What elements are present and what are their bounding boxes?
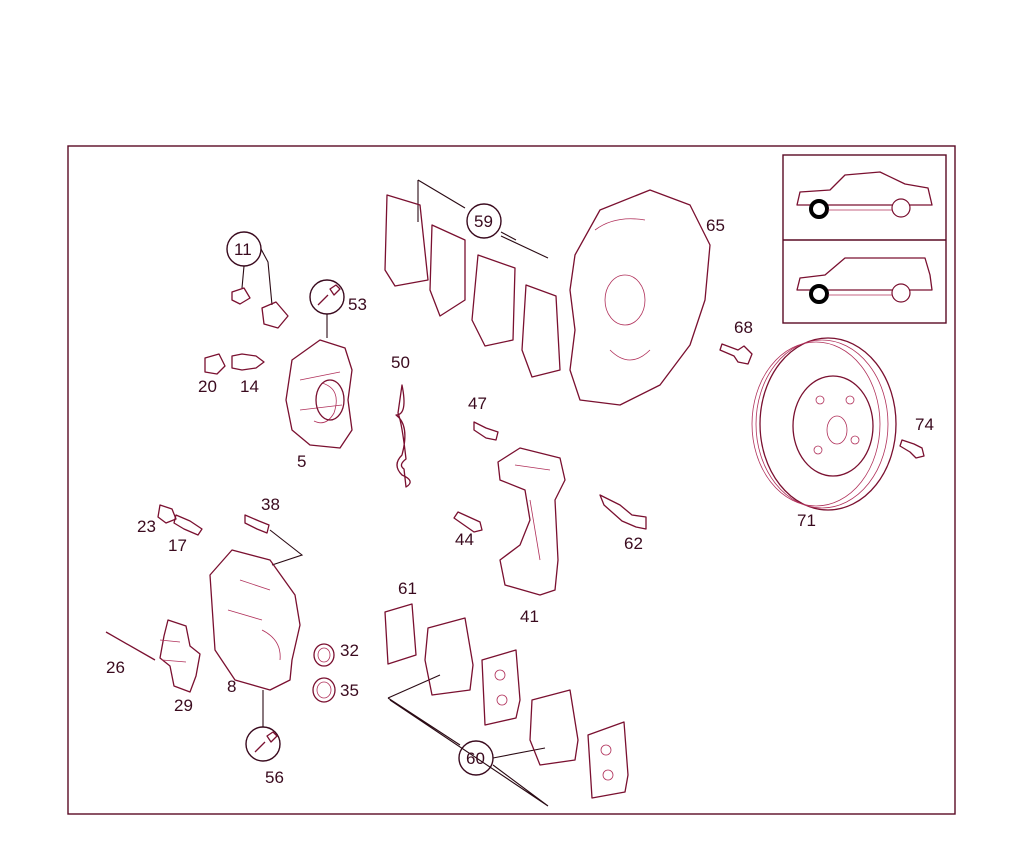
label-41: 41 xyxy=(520,607,539,626)
bolt-68 xyxy=(719,343,753,365)
label-56: 56 xyxy=(265,768,284,787)
brake-caliper-8 xyxy=(209,549,301,691)
dust-cap-20 xyxy=(204,353,226,375)
seal-ring-35 xyxy=(312,677,336,703)
label-74: 74 xyxy=(915,415,934,434)
estate-car-icon[interactable] xyxy=(796,257,933,304)
bleed-screw-14 xyxy=(231,353,265,371)
spring-clip-50 xyxy=(395,384,411,488)
cap-23 xyxy=(157,504,177,524)
wear-sensor-62 xyxy=(599,494,647,530)
guide-pin-44 xyxy=(453,511,483,533)
label-35: 35 xyxy=(340,681,359,700)
label-38: 38 xyxy=(261,495,280,514)
label-50: 50 xyxy=(391,353,410,372)
label-60: 60 xyxy=(466,749,485,768)
wrench-icon-53 xyxy=(309,279,345,338)
label-20: 20 xyxy=(198,377,217,396)
brake-disc-71 xyxy=(751,337,897,511)
label-68: 68 xyxy=(734,318,753,337)
bolt-47 xyxy=(473,421,499,441)
label-65: 65 xyxy=(706,216,725,235)
label-71: 71 xyxy=(797,511,816,530)
seal-ring-32 xyxy=(313,643,335,667)
bolt-38 xyxy=(244,514,304,566)
shim-61 xyxy=(384,603,417,665)
label-26: 26 xyxy=(106,658,125,677)
pin-26 xyxy=(105,631,156,661)
anti-rattle-clip-29 xyxy=(159,619,201,693)
label-61: 61 xyxy=(398,579,417,598)
label-23: 23 xyxy=(137,517,156,536)
splash-shield-65 xyxy=(569,189,711,406)
label-17: 17 xyxy=(168,536,187,555)
wrench-icon-56 xyxy=(245,690,281,762)
label-47: 47 xyxy=(468,394,487,413)
brake-pad-set-59 xyxy=(384,179,561,378)
label-59: 59 xyxy=(474,212,493,231)
label-8: 8 xyxy=(227,677,236,696)
brake-pad-set-60 xyxy=(387,617,629,807)
label-5: 5 xyxy=(297,452,306,471)
label-44: 44 xyxy=(455,530,474,549)
vehicle-inset xyxy=(782,154,947,324)
label-11: 11 xyxy=(234,240,252,259)
screw-74 xyxy=(899,439,925,459)
label-53: 53 xyxy=(348,295,367,314)
label-62: 62 xyxy=(624,534,643,553)
caliper-bracket-41 xyxy=(497,447,566,596)
brake-caliper-5 xyxy=(285,339,353,449)
label-32: 32 xyxy=(340,641,359,660)
sedan-icon[interactable] xyxy=(796,171,933,219)
bleed-screw-cap xyxy=(226,231,289,329)
label-29: 29 xyxy=(174,696,193,715)
bleed-screw-17 xyxy=(173,514,203,536)
diagram-frame xyxy=(67,145,956,815)
label-14: 14 xyxy=(240,377,259,396)
